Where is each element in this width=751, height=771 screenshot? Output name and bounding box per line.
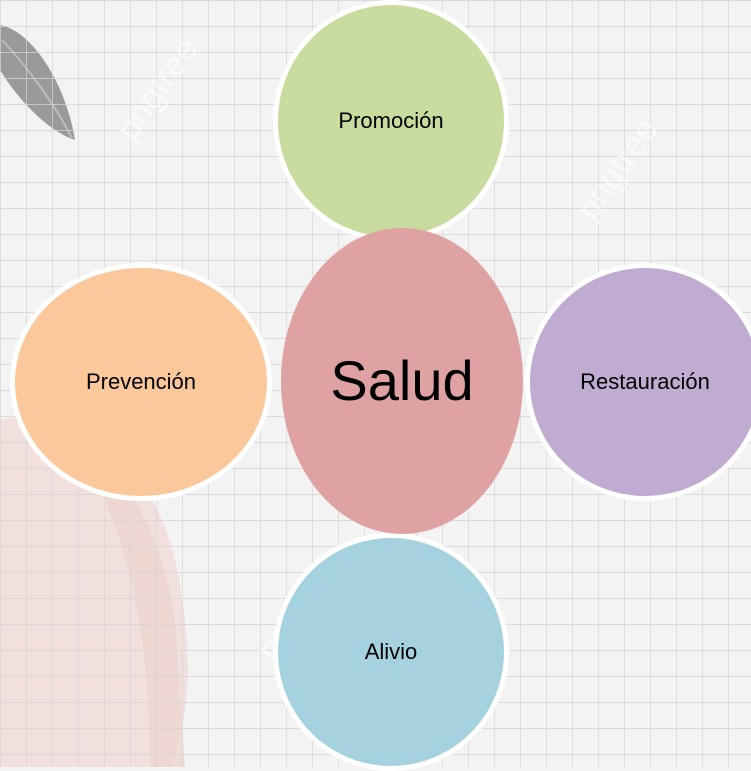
node-promocion: Promoción — [273, 0, 509, 242]
node-restauracion: Restauración — [525, 263, 751, 501]
node-promocion-label: Promoción — [338, 108, 444, 133]
node-prevencion-label: Prevención — [85, 369, 197, 394]
node-salud-label: Salud — [330, 349, 474, 412]
node-restauracion-label: Restauración — [580, 369, 710, 394]
node-alivio-label: Alivio — [364, 639, 418, 664]
node-salud-center: Salud — [281, 228, 523, 534]
node-alivio: Alivio — [273, 533, 509, 771]
node-prevencion: Prevención — [10, 263, 272, 501]
